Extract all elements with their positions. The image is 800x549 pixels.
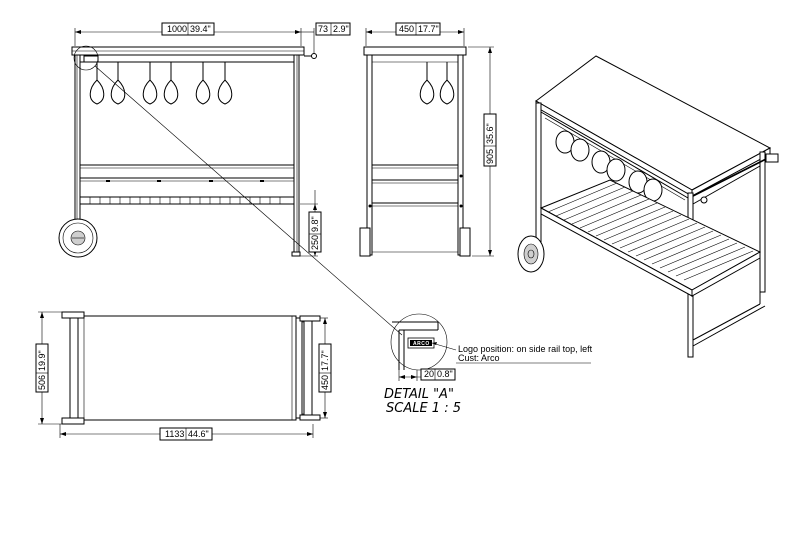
top-inner-depth-dim: 450 bbox=[320, 375, 330, 390]
handle-dim: 73 bbox=[318, 24, 328, 34]
top-width-dim-in: 44.6" bbox=[188, 429, 209, 439]
detail-title: DETAIL "A" bbox=[384, 387, 454, 402]
glass-rack-front bbox=[89, 62, 233, 105]
front-width-dim: 1000 bbox=[167, 24, 187, 34]
logo-position-note: Logo position: on side rail top, left bbox=[458, 344, 593, 354]
shelf-height-dim: 250 bbox=[310, 235, 320, 250]
customer-note: Cust: Arco bbox=[458, 353, 500, 363]
detail-a: ARCO Logo position: on side rail top, le… bbox=[384, 313, 593, 416]
side-height-dim: 905 bbox=[485, 149, 495, 164]
logo-offset-dim-in: 0.8" bbox=[437, 369, 453, 379]
top-inner-depth-dim-in: 17.7" bbox=[320, 350, 330, 371]
top-depth-dim: 506 bbox=[37, 375, 47, 390]
front-view: 1000 39.4" 73 2.9" bbox=[58, 22, 351, 258]
top-width-dim: 1133 bbox=[165, 429, 184, 439]
detail-scale: SCALE 1 : 5 bbox=[386, 401, 461, 416]
top-view: 1133 44.6" 506 19.9" 450 17.7" bbox=[35, 311, 332, 441]
handle-dim-in: 2.9" bbox=[333, 24, 349, 34]
side-depth-dim-in: 17.7" bbox=[418, 24, 439, 34]
shelf-height-dim-in: 9.8" bbox=[310, 216, 320, 232]
side-view: 450 17.7" 905 35.6" bbox=[359, 22, 497, 257]
detail-leader-line bbox=[94, 65, 403, 336]
side-height-dim-in: 35.6" bbox=[485, 123, 495, 144]
logo-plate: ARCO bbox=[407, 337, 435, 349]
logo-text: ARCO bbox=[413, 341, 430, 347]
glass-rack-iso bbox=[555, 130, 663, 202]
front-width-dim-in: 39.4" bbox=[190, 24, 211, 34]
isometric-view bbox=[517, 55, 779, 358]
side-depth-dim: 450 bbox=[399, 24, 414, 34]
logo-offset-dim: 20 bbox=[424, 369, 434, 379]
top-depth-dim-in: 19.9" bbox=[37, 350, 47, 371]
